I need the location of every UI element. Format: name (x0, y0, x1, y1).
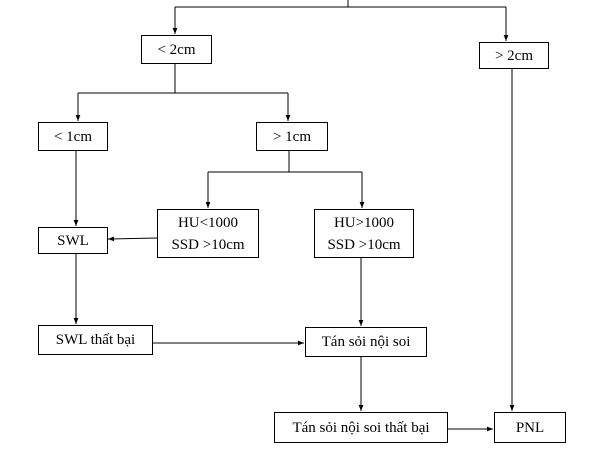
arrow-hu-low-to-swl (107, 236, 158, 242)
node-swl-label: SWL (57, 232, 89, 249)
node-endoscopic-fail-label: Tán sỏi nội soi thất bại (292, 419, 430, 436)
node-pnl: PNL (494, 412, 566, 443)
node-hu-high-line2: SSD >10cm (327, 236, 401, 253)
node-gt1cm-label: > 1cm (272, 128, 312, 145)
node-swl-fail-label: SWL thất bại (55, 332, 136, 348)
node-swl-fail: SWL thất bại (38, 325, 153, 355)
node-lt2cm-label: < 2cm (157, 41, 196, 58)
node-lt1cm: < 1cm (38, 122, 108, 151)
node-pnl-label: PNL (515, 419, 545, 436)
node-endoscopic: Tán sỏi nội soi (305, 327, 427, 357)
node-hu-low: HU<1000 SSD >10cm (157, 209, 259, 258)
node-hu-low-line1: HU<1000 (177, 214, 239, 231)
node-lt2cm: < 2cm (141, 35, 212, 64)
node-gt2cm: > 2cm (479, 42, 549, 69)
node-gt2cm-label: > 2cm (494, 47, 534, 64)
node-swl: SWL (38, 227, 108, 254)
node-endoscopic-label: Tán sỏi nội soi (321, 334, 411, 350)
node-endoscopic-fail: Tán sỏi nội soi thất bại (274, 412, 448, 443)
node-hu-low-line2: SSD >10cm (171, 236, 245, 253)
node-hu-high: HU>1000 SSD >10cm (314, 209, 414, 258)
node-hu-high-line1: HU>1000 (333, 214, 395, 231)
node-gt1cm: > 1cm (256, 122, 328, 151)
node-lt1cm-label: < 1cm (53, 128, 93, 145)
